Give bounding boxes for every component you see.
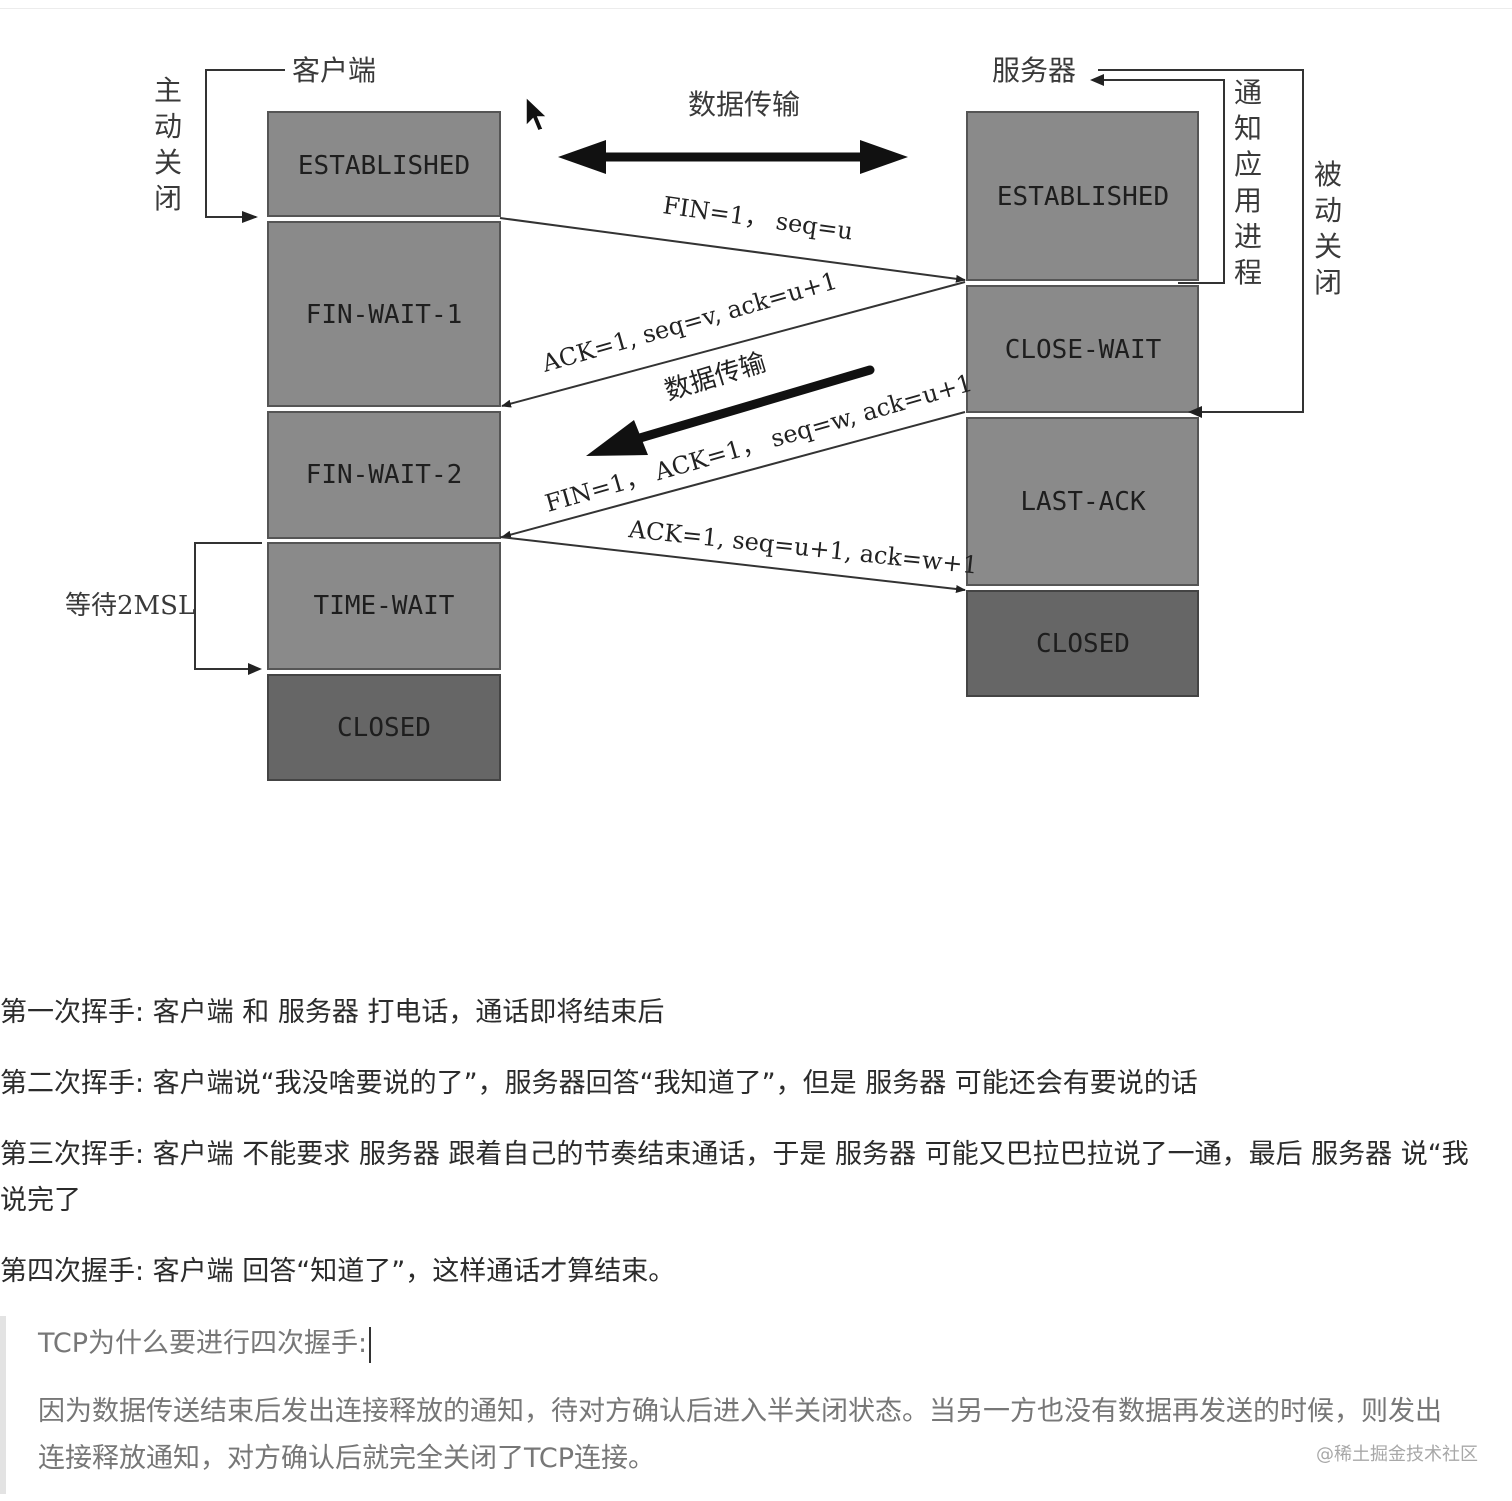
vertical-label-char: 关 [154,146,182,179]
wait-2msl-bracket [194,542,262,675]
wait-2msl-label: 等待2MSL [65,591,195,621]
client-state-closed [267,674,501,781]
server-state-closed [966,590,1199,697]
server-state-established [966,111,1199,281]
vertical-label-char: 动 [154,110,182,143]
vertical-label-char: 主 [154,74,182,107]
vertical-label-char: 关 [1314,230,1342,263]
server-states: ESTABLISHED CLOSE-WAIT LAST-ACK CLOSED [966,111,1199,697]
blockquote: TCP为什么要进行四次握手: 因为数据传送结束后发出连接释放的通知，待对方确认后… [0,1316,1496,1494]
server-state-established-label: ESTABLISHED [997,182,1169,212]
msg-fin-1-label: FIN=1， seq=u [661,191,855,245]
paragraph-fourth-wave: 第四次握手: 客户端 回答“知道了”，这样通话才算结束。 [0,1256,676,1287]
server-state-closed-label: CLOSED [1036,629,1130,659]
msg-ack-2-arrow [499,536,966,593]
msg-ack-1-label: ACK=1, seq=v, ack=u+1 [538,267,840,378]
client-state-established-label: ESTABLISHED [298,151,470,181]
server-title: 服务器 [992,54,1076,87]
vertical-label-char: 应 [1234,148,1262,181]
vertical-label-char: 动 [1314,194,1342,227]
vertical-label-char: 进 [1234,220,1262,253]
client-title: 客户端 [292,54,376,87]
notify-app-bracket [1090,74,1225,284]
client-state-time-wait-label: TIME-WAIT [314,591,455,621]
client-state-established [267,111,501,217]
vertical-label-char: 闭 [1314,266,1342,299]
client-state-fin-wait-2-label: FIN-WAIT-2 [306,460,463,490]
client-state-fin-wait-1 [267,221,501,407]
quote-title[interactable]: TCP为什么要进行四次握手: [38,1324,372,1364]
paragraph-third-wave: 第三次挥手: 客户端 不能要求 服务器 跟着自己的节奏结束通话，于是 服务器 可… [0,1139,1469,1216]
msg-ack-2-label: ACK=1, seq=u+1, ack=w+1 [626,515,979,580]
msg-fin-1-arrow [499,217,966,283]
client-state-fin-wait-2 [267,411,501,539]
text-caret [369,1326,372,1363]
client-state-time-wait [267,542,501,670]
passive-close-bracket [1098,69,1304,418]
data-transfer-bold-arrow [586,365,875,456]
data-transfer-double-arrow [558,140,908,174]
server-state-close-wait-label: CLOSE-WAIT [1005,335,1162,365]
vertical-label-char: 程 [1234,256,1262,289]
vertical-label-char: 知 [1234,112,1262,145]
vertical-label-char: 用 [1234,184,1262,217]
vertical-label-char: 通 [1234,76,1262,109]
quote-title-text: TCP为什么要进行四次握手: [38,1328,368,1359]
quote-body: 因为数据传送结束后发出连接释放的通知，待对方确认后进入半关闭状态。当另一方也没有… [38,1396,1442,1474]
paragraph-second-wave: 第二次挥手: 客户端说“我没啥要说的了”，服务器回答“我知道了”，但是 服务器 … [0,1068,1198,1099]
paragraph-first-wave: 第一次挥手: 客户端 和 服务器 打电话，通话即将结束后 [0,997,665,1028]
server-state-close-wait [966,285,1199,413]
client-states: ESTABLISHED FIN-WAIT-1 FIN-WAIT-2 TIME-W… [267,111,501,781]
tcp-four-way-handshake-diagram: ESTABLISHED FIN-WAIT-1 FIN-WAIT-2 TIME-W… [65,54,1342,781]
active-close-bracket [205,69,285,223]
watermark: @稀土掘金技术社区 [1316,1444,1478,1465]
vertical-label-char: 闭 [154,182,182,215]
mouse-cursor-icon [525,95,549,132]
client-state-fin-wait-1-label: FIN-WAIT-1 [306,300,463,330]
top-divider [0,0,1512,9]
server-state-last-ack [966,417,1199,586]
client-state-closed-label: CLOSED [337,713,431,743]
vertical-label-char: 被 [1314,158,1342,191]
data-transfer-top-label: 数据传输 [688,88,800,121]
data-transfer-mid-label: 数据传输 [661,348,769,407]
server-state-last-ack-label: LAST-ACK [1020,487,1146,517]
msg-fin-2-arrow [501,411,966,539]
msg-ack-1-arrow [501,281,966,408]
